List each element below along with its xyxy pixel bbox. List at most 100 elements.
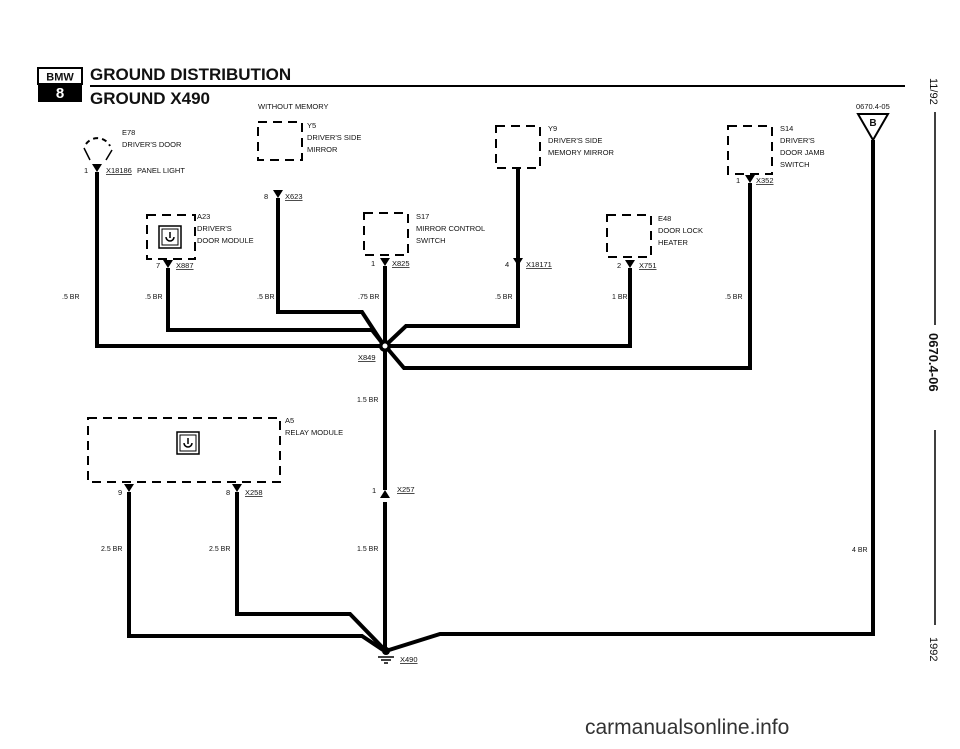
a5-wire-right-label: 2.5 BR	[209, 546, 230, 553]
e78-line-1: DRIVER'S DOOR	[122, 140, 182, 149]
s14-line-2: DOOR JAMB	[780, 148, 825, 157]
wire-s14	[385, 183, 752, 370]
s14-pin: 1	[736, 176, 740, 185]
component-a23: A23 DRIVER'S DOOR MODULE 7 X887 .5 BR	[145, 212, 254, 301]
page-subtitle: GROUND X490	[90, 89, 210, 108]
e48-wire-label: 1 BR	[612, 294, 628, 301]
sidebar-year: 1992	[927, 637, 939, 661]
component-a5: A5 RELAY MODULE 9 8 X258 2.5 BR 2.5 BR	[87, 416, 343, 553]
component-e48: E48 DOOR LOCK HEATER 2 X751 1 BR	[606, 214, 703, 301]
header: BMW 8 GROUND DISTRIBUTION GROUND X490 WI…	[37, 65, 905, 111]
e78-wire-label: .5 BR	[62, 294, 80, 301]
y9-wire-label: .5 BR	[495, 294, 513, 301]
s17-wire-label: .75 BR	[358, 294, 379, 301]
connector-pin-icon	[380, 490, 390, 498]
module-icon	[176, 431, 200, 455]
a5-box	[87, 417, 281, 483]
s17-line-2: SWITCH	[416, 236, 446, 245]
a5-id: A5	[285, 416, 294, 425]
s17-pin: 1	[371, 259, 375, 268]
a5-pin-left: 9	[118, 488, 122, 497]
page-title: GROUND DISTRIBUTION	[90, 65, 291, 84]
a5-wire-left-label: 2.5 BR	[101, 546, 122, 553]
connector-pin-icon	[124, 484, 134, 492]
y5-pin: 8	[264, 192, 268, 201]
x257-wire-label: 1.5 BR	[357, 546, 378, 553]
e78-pin: 1	[84, 166, 88, 175]
e48-pin: 2	[617, 261, 621, 270]
ground-node-icon	[382, 647, 390, 655]
s14-line-3: SWITCH	[780, 160, 810, 169]
s17-connector: X825	[392, 259, 410, 268]
y5-box	[257, 121, 303, 161]
connector-pin-icon	[92, 164, 102, 172]
wire-e48	[387, 268, 632, 348]
component-s17: S17 MIRROR CONTROL SWITCH 1 X825 .75 BR	[358, 212, 485, 301]
e48-connector: X751	[639, 261, 657, 270]
ref-wire-label: 4 BR	[852, 547, 868, 554]
sidebar: 11/92 0670.4-06 1992	[926, 78, 941, 661]
reference-b-icon: B 4 BR	[852, 113, 890, 554]
y5-line-2: MIRROR	[307, 145, 338, 154]
sidebar-doc-number: 0670.4-06	[926, 333, 941, 392]
y9-connector: X18171	[526, 260, 552, 269]
e78-connector: X18186	[106, 166, 132, 175]
variant-note: WITHOUT MEMORY	[258, 102, 329, 111]
y9-line-2: MEMORY MIRROR	[548, 148, 615, 157]
wire-a5-pin9	[127, 492, 385, 652]
module-icon	[158, 225, 182, 249]
a23-id: A23	[197, 212, 210, 221]
y9-pin: 4	[505, 260, 509, 269]
y5-id: Y5	[307, 121, 316, 130]
lamp-icon	[83, 137, 113, 161]
x257-pin: 1	[372, 486, 376, 495]
component-y9: Y9 DRIVER'S SIDE MEMORY MIRROR 4 X18171 …	[495, 124, 615, 301]
splice-label: X849	[358, 353, 376, 362]
wires	[95, 140, 875, 652]
x257-label: X257	[397, 485, 415, 494]
a23-connector: X887	[176, 261, 194, 270]
a23-line-2: DOOR MODULE	[197, 236, 254, 245]
a5-line-1: RELAY MODULE	[285, 428, 343, 437]
bmw-badge: BMW 8	[37, 67, 83, 102]
connector-pin-icon	[163, 260, 173, 268]
s14-connector: X352	[756, 176, 774, 185]
ground-icon	[378, 656, 394, 664]
y5-line-1: DRIVER'S SIDE	[307, 133, 361, 142]
ground-x490: X490	[378, 647, 418, 664]
wire-a5-pin8	[235, 492, 385, 650]
connector-pin-icon	[745, 175, 755, 183]
wire-a23	[166, 268, 385, 346]
a5-connector: X258	[245, 488, 263, 497]
sidebar-date: 11/92	[927, 78, 939, 105]
diagram-code: 0670.4-05	[856, 102, 890, 111]
a23-line-1: DRIVER'S	[197, 224, 232, 233]
series-badge-text: 8	[56, 85, 64, 102]
a23-pin: 7	[156, 261, 160, 270]
splice-x849: X849 1.5 BR	[357, 340, 391, 404]
brand-badge-text: BMW	[46, 72, 74, 84]
connector-pin-icon	[273, 190, 283, 198]
s17-line-1: MIRROR CONTROL	[416, 224, 485, 233]
ground-label: X490	[400, 655, 418, 664]
a5-pin-right: 8	[226, 488, 230, 497]
y5-wire-label: .5 BR	[257, 294, 275, 301]
wire-y5	[276, 198, 385, 346]
e48-box	[606, 214, 652, 258]
e48-line-2: HEATER	[658, 238, 688, 247]
component-e78: E78 DRIVER'S DOOR PANEL LIGHT 1 X18186 .…	[62, 128, 185, 301]
connector-pin-icon	[380, 258, 390, 266]
wire-e78	[95, 172, 383, 348]
wire-y9	[385, 168, 520, 346]
y9-box	[495, 125, 541, 169]
inline-connector-x257: 1 X257 1.5 BR	[357, 485, 415, 553]
connector-pin-icon	[625, 260, 635, 268]
component-y5: Y5 DRIVER'S SIDE MIRROR 8 X623 .5 BR	[257, 121, 361, 301]
e48-line-1: DOOR LOCK	[658, 226, 703, 235]
connector-pin-icon	[232, 484, 242, 492]
s17-id: S17	[416, 212, 429, 221]
watermark: carmanualsonline.info	[585, 716, 789, 739]
s17-box	[363, 212, 409, 256]
